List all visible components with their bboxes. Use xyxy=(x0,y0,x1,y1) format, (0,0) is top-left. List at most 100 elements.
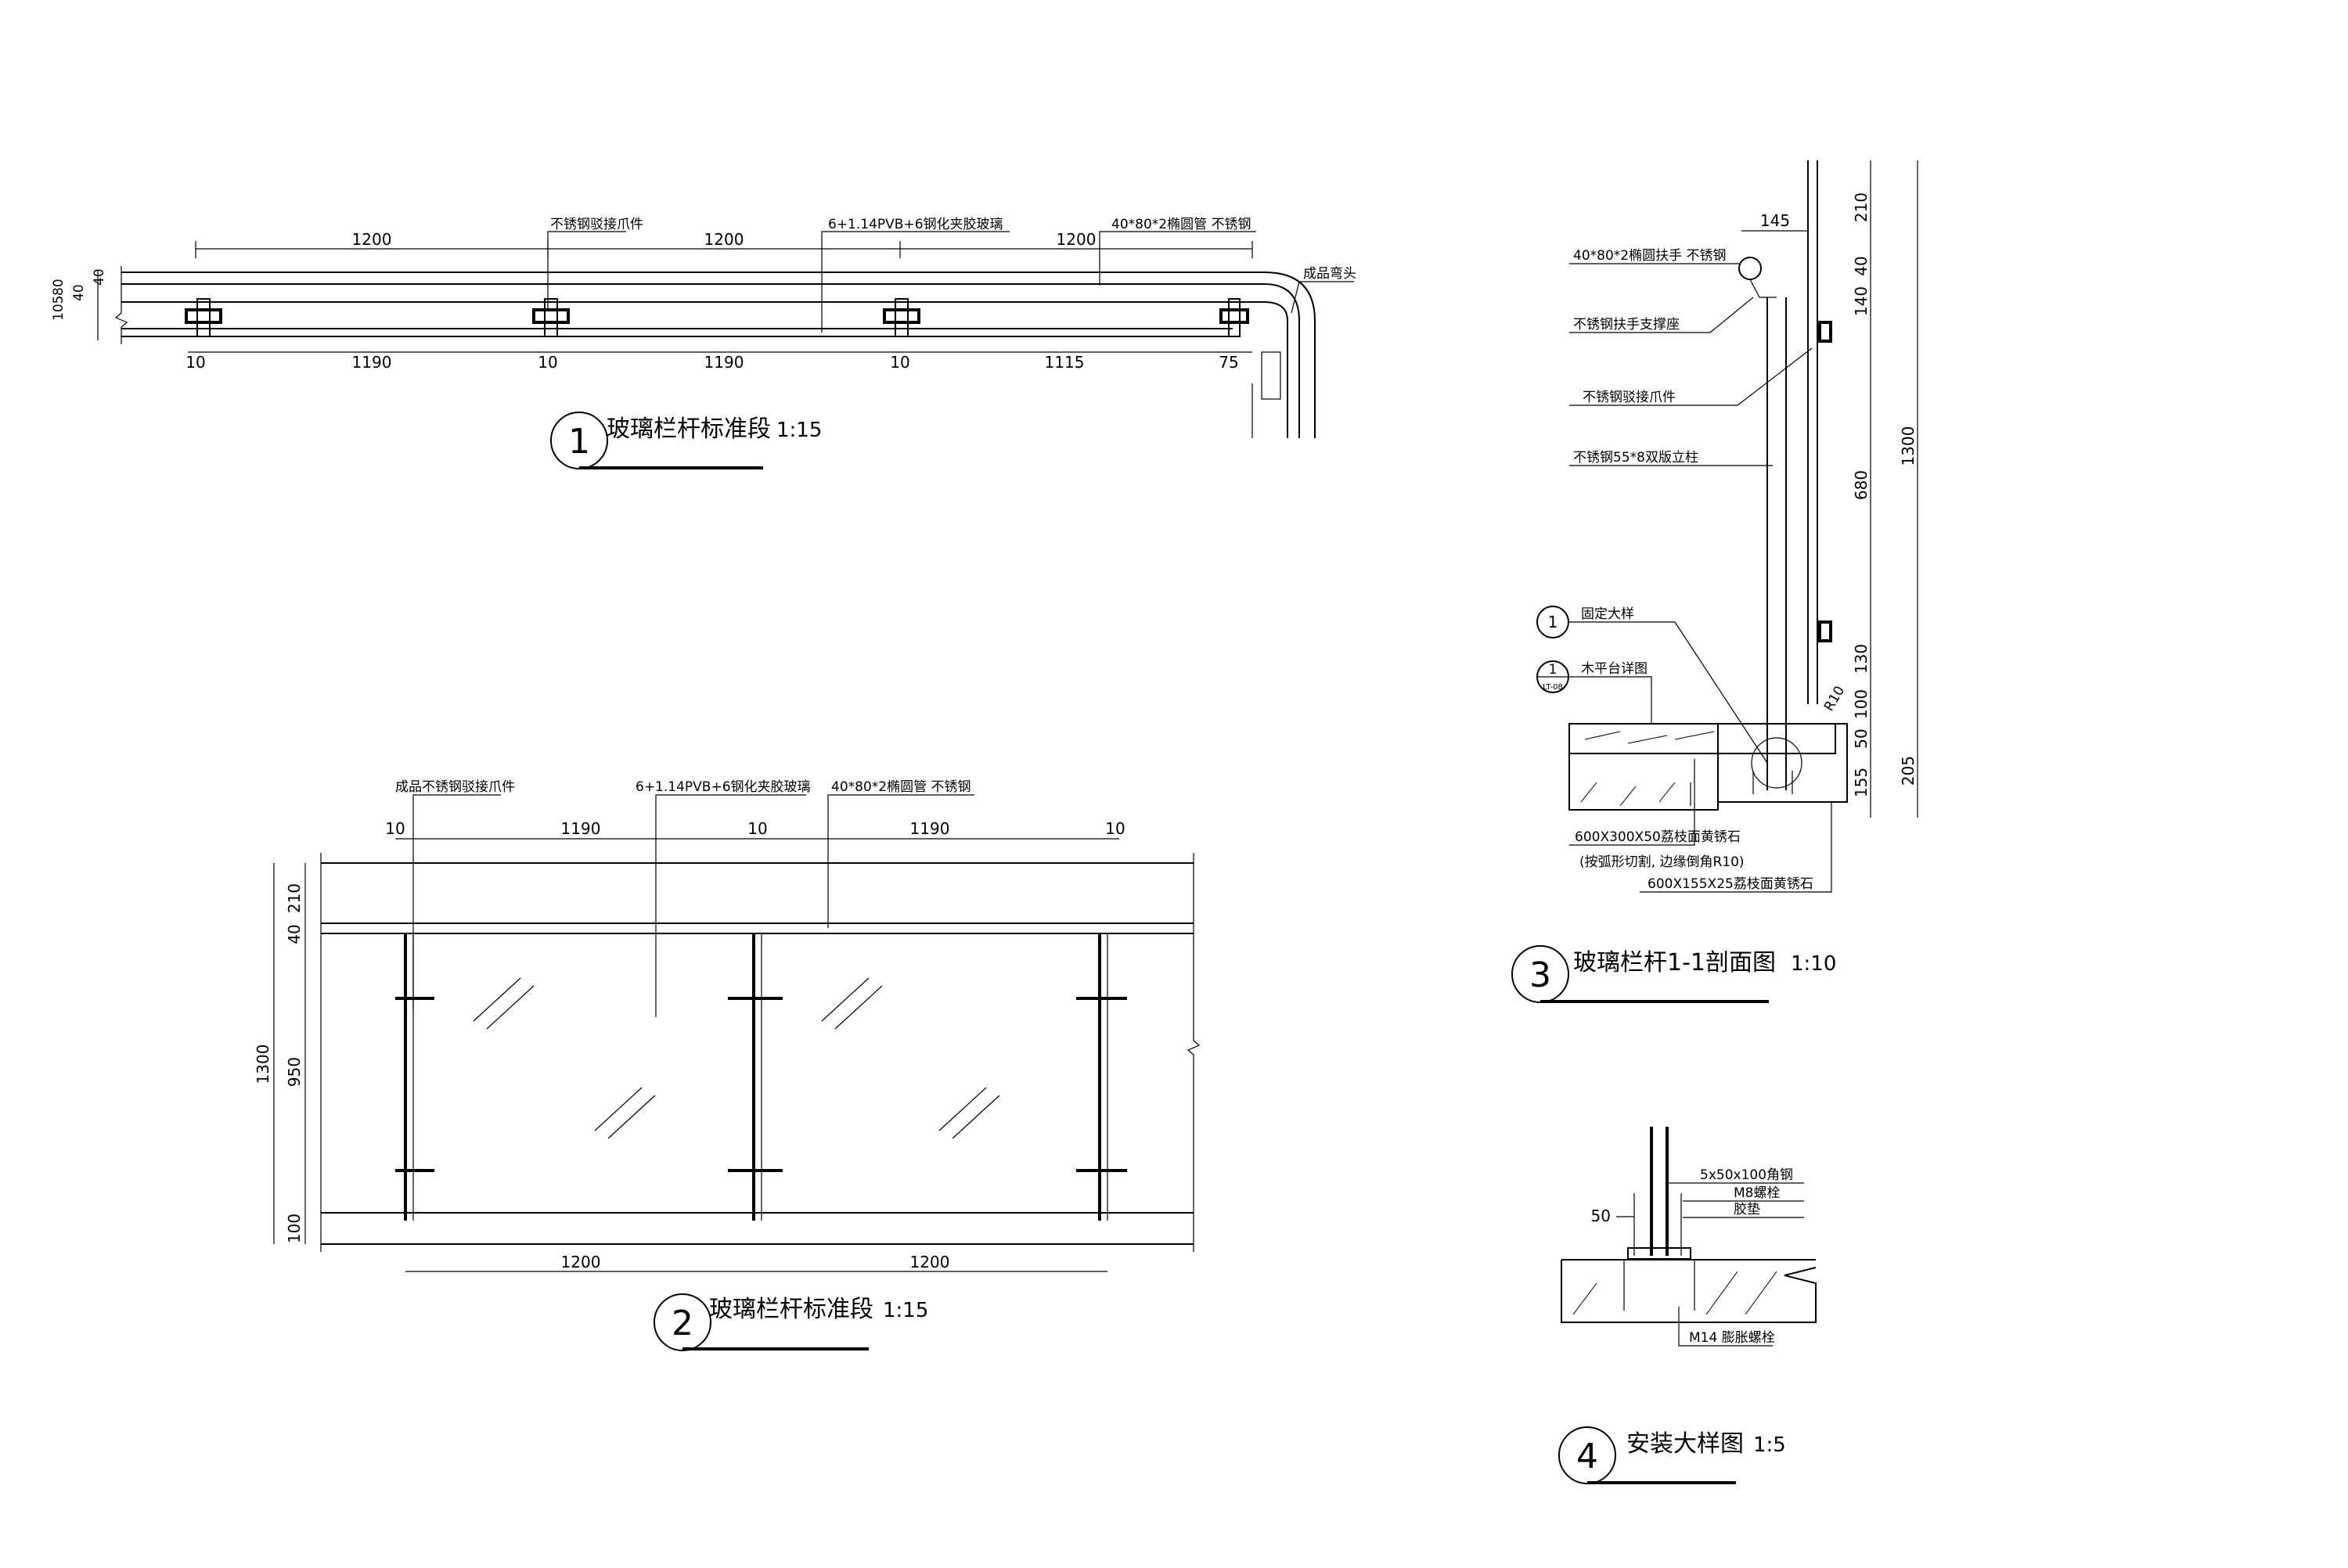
stone-slab xyxy=(1717,723,1848,803)
leader-line xyxy=(1569,347,1813,406)
concrete-hatch xyxy=(1572,1282,1597,1315)
leader-line xyxy=(547,231,626,309)
label-tube: 40*80*2椭圆管 不锈钢 xyxy=(1111,217,1251,232)
concrete-hatch xyxy=(1658,782,1676,803)
glass-hatch xyxy=(473,977,521,1022)
label-clamp: 成品不锈钢驳接爪件 xyxy=(395,779,515,795)
view-number: 3 xyxy=(1529,955,1551,995)
stone-slab xyxy=(1568,723,1836,754)
dim-text: 210 xyxy=(285,883,304,913)
post-section xyxy=(1261,351,1281,400)
clamp-fitting xyxy=(532,308,570,324)
label-post: 不锈钢55*8双版立柱 xyxy=(1573,450,1698,466)
view4-install-detail: 50 5x50x100角钢 M8螺栓 胶垫 M14 膨胀螺栓 4 安装大样图 1… xyxy=(1558,1127,1817,1484)
dim-text: 1300 xyxy=(1899,426,1918,466)
dim-text: 130 xyxy=(1852,644,1871,674)
label-handrail: 40*80*2椭圆扶手 不锈钢 xyxy=(1573,248,1726,264)
concrete-base xyxy=(1568,753,1719,811)
dim-text: 80 xyxy=(51,279,67,296)
dim-text: 1300 xyxy=(254,1045,272,1084)
dim-text: 10 xyxy=(538,353,557,372)
dim-text: 1200 xyxy=(352,230,392,249)
dim-text: 10 xyxy=(385,819,405,838)
dim-text: 1190 xyxy=(704,353,744,372)
dim-text: 1190 xyxy=(352,353,392,372)
view-title: 安装大样图 xyxy=(1626,1430,1744,1458)
view3-section: 145 210 40 140 680 130 100 50 155 1300 2… xyxy=(1511,160,1918,1003)
elbow-pipe xyxy=(1263,272,1316,438)
clamp-group xyxy=(185,298,1249,337)
glass-hatch xyxy=(834,985,883,1030)
break-line xyxy=(1187,853,1201,1252)
ref-bubble-number: 1 xyxy=(1549,662,1558,678)
wood-grain xyxy=(1674,731,1715,740)
ref-bubble-number: 1 xyxy=(1548,613,1558,631)
glass-hatch xyxy=(952,1095,1000,1139)
claw-group xyxy=(395,997,1127,1172)
clamp-fitting xyxy=(1219,308,1249,324)
view2-elevation: 10 1190 10 1190 10 1200 1200 1300 210 40… xyxy=(254,779,1201,1351)
view-number: 1 xyxy=(568,422,590,462)
leader-line xyxy=(1569,297,1754,333)
dim-text: 40 xyxy=(92,268,107,286)
label-stone2: 600X155X25荔枝面黄锈石 xyxy=(1648,876,1813,892)
dim-text: 145 xyxy=(1760,211,1790,230)
dim-text: 10 xyxy=(890,353,909,372)
dim-text: 205 xyxy=(1899,756,1918,786)
dim-text: 40 xyxy=(71,284,87,301)
dim-text: 40 xyxy=(1852,256,1871,275)
wood-grain xyxy=(1627,735,1668,744)
glass-hatch xyxy=(821,977,870,1022)
glass-hatch xyxy=(938,1087,987,1131)
leader-line xyxy=(1568,676,1652,724)
dim-text: 105 xyxy=(51,296,67,321)
clamp-fitting xyxy=(185,308,222,324)
dim-text: 50 xyxy=(1591,1207,1611,1225)
slab-outline xyxy=(1561,1260,1817,1323)
label-deck-ref: 木平台详图 xyxy=(1581,661,1648,677)
elbow-pipe xyxy=(1263,301,1288,438)
dim-text: 140 xyxy=(1852,286,1871,316)
dim-text: 1200 xyxy=(704,230,744,249)
label-elbow: 成品弯头 xyxy=(1303,266,1356,282)
dim-text: 1200 xyxy=(1057,230,1097,249)
elbow-pipe xyxy=(1263,283,1300,438)
dim-text: 1200 xyxy=(561,1253,601,1271)
leader-line xyxy=(655,794,806,1017)
dim-text: 50 xyxy=(1852,728,1871,748)
label-glass: 6+1.14PVB+6钢化夹胶玻璃 xyxy=(636,779,811,795)
label-glass: 6+1.14PVB+6钢化夹胶玻璃 xyxy=(828,217,1003,232)
wood-grain xyxy=(1584,731,1621,740)
dim-text: 75 xyxy=(1219,353,1238,372)
concrete-hatch xyxy=(1705,1271,1738,1315)
leader-line xyxy=(1568,621,1768,764)
dim-text: 40 xyxy=(285,924,304,944)
label-stone1-note: (按弧形切割, 边缘倒角R10) xyxy=(1579,854,1745,870)
dim-text: 10 xyxy=(747,819,767,838)
view1-plan: 1200 1200 1200 10 1190 10 1190 10 1115 7… xyxy=(51,217,1356,469)
dim-text: 1200 xyxy=(910,1253,950,1271)
label-pad: 胶垫 xyxy=(1734,1202,1760,1217)
leader-line xyxy=(827,794,974,928)
dim-text: 1190 xyxy=(561,819,601,838)
concrete-hatch xyxy=(1619,786,1637,807)
dim-text: 100 xyxy=(285,1214,304,1243)
clamp-fitting xyxy=(544,298,558,337)
label-anchor: M14 膨胀螺栓 xyxy=(1689,1330,1775,1346)
handrail-section xyxy=(1738,257,1762,280)
dim-text: 10 xyxy=(1105,819,1125,838)
detail-callout-circle xyxy=(1751,737,1802,789)
concrete-hatch xyxy=(1580,782,1597,803)
post-group xyxy=(404,933,1108,1221)
glass-hatch xyxy=(486,985,535,1030)
dim-text: 10 xyxy=(185,353,205,372)
label-bolt: M8螺栓 xyxy=(1734,1185,1780,1201)
glass-hatch xyxy=(594,1087,643,1131)
leader-line xyxy=(1291,281,1354,314)
view-title: 玻璃栏杆标准段 xyxy=(709,1296,873,1323)
view-number: 4 xyxy=(1576,1437,1598,1476)
glass-hatch xyxy=(607,1095,656,1139)
view-title: 玻璃栏杆1-1剖面图 xyxy=(1573,949,1776,976)
